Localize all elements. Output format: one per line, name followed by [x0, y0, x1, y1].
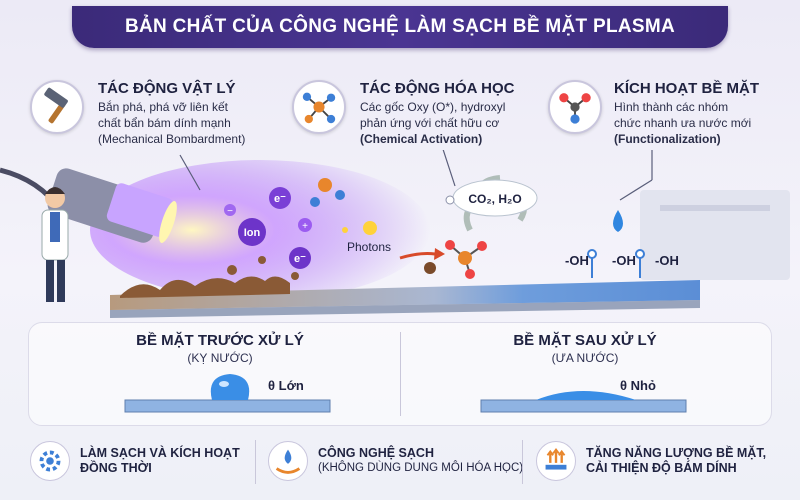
hydroxyl-label-3: -OH: [655, 253, 679, 268]
radical-atom: [318, 178, 332, 192]
gear-icon: [30, 441, 70, 481]
ion-particle: [238, 218, 266, 246]
photon-dot: [363, 221, 377, 235]
electron-label-2: e⁻: [294, 253, 306, 265]
after-title: BỀ MẶT SAU XỬ LÝ: [513, 332, 657, 349]
gas-label: CO₂, H₂O: [468, 192, 521, 206]
hammer-icon: [30, 80, 84, 134]
water-droplet: [613, 210, 623, 232]
after-subtitle: (ƯA NƯỚC): [551, 351, 619, 365]
feature-2-line-1: CÔNG NGHỆ SẠCH: [318, 446, 434, 460]
feature-separator-2: [522, 440, 523, 484]
energy-surface-icon: [536, 441, 576, 481]
water-hand-icon: [268, 441, 308, 481]
title-banner: BẢN CHẤT CỦA CÔNG NGHỆ LÀM SẠCH BỀ MẶT P…: [72, 6, 728, 48]
electron-label: e⁻: [274, 193, 286, 205]
feature-2-line-2: (KHÔNG DÙNG DUNG MÔI HÓA HỌC): [318, 462, 524, 474]
scientist-figure: [41, 187, 69, 302]
mechanism-chemical-line-2: phản ứng với chất hữu cơ: [360, 116, 500, 130]
page-title: BẢN CHẤT CỦA CÔNG NGHỆ LÀM SẠCH BỀ MẶT P…: [124, 16, 676, 37]
mechanism-physical-line-1: Bắn phá, phá vỡ liên kết: [98, 100, 228, 114]
before-subtitle: (KỴ NƯỚC): [187, 351, 253, 365]
feature-3-line-1: TĂNG NĂNG LƯỢNG BỀ MẶT,: [586, 446, 767, 460]
reaction-arrow: [399, 252, 436, 260]
mechanism-physical-line-2: chất bẩn bám dính mạnh: [98, 116, 231, 130]
comparison-divider: [400, 332, 401, 416]
electron-particle-2: [289, 247, 311, 269]
mechanism-physical-line-3: (Mechanical Bombardment): [98, 132, 246, 146]
molecule-icon: [292, 80, 346, 134]
mechanism-chemical-line-3: (Chemical Activation): [360, 132, 483, 146]
after-droplet-diagram: [480, 391, 687, 413]
before-droplet-diagram: [124, 374, 331, 413]
spread-droplet: [536, 391, 636, 400]
mechanism-surface-line-2: chức nhanh ưa nước mới: [614, 116, 752, 130]
mechanism-surface-heading: KÍCH HOẠT BỀ MẶT: [614, 80, 759, 97]
organic-molecule: [458, 251, 472, 265]
dirt-deposit: [120, 276, 290, 298]
beaded-droplet: [210, 374, 250, 400]
photons-label: Photons: [347, 240, 391, 254]
mechanism-physical-heading: TÁC ĐỘNG VẬT LÝ: [98, 80, 236, 97]
feature-surface-energy: TĂNG NĂNG LƯỢNG BỀ MẶT, CẢI THIỆN ĐỘ BÁM…: [586, 446, 766, 476]
before-title: BỀ MẶT TRƯỚC XỬ LÝ: [136, 332, 304, 349]
mechanism-chemical-line-1: Các gốc Oxy (O*), hydroxyl: [360, 100, 506, 114]
after-theta: θ Nhỏ: [620, 378, 656, 393]
before-theta: θ Lớn: [268, 378, 304, 393]
feature-separator-1: [255, 440, 256, 484]
hydroxyl-label-2: -OH: [612, 253, 636, 268]
feature-1-line-2: ĐỒNG THỜI: [80, 461, 152, 475]
electron-particle: [269, 187, 291, 209]
plasma-process-scene: e⁻ Ion e⁻ + − Photons CO₂, H₂O -OH -OH -…: [0, 150, 790, 318]
plus-charge-label: +: [302, 221, 308, 232]
minus-charge-label: −: [227, 206, 233, 217]
feature-1-line-1: LÀM SẠCH VÀ KÍCH HOẠT: [80, 446, 240, 460]
ion-label: Ion: [244, 227, 261, 239]
mechanism-chemical-heading: TÁC ĐỘNG HÓA HỌC: [360, 80, 515, 97]
feature-3-line-2: CẢI THIỆN ĐỘ BÁM DÍNH: [586, 461, 737, 475]
plasma-nozzle: [0, 167, 177, 244]
mechanism-surface-line-3: (Functionalization): [614, 132, 721, 146]
mechanism-surface-line-1: Hình thành các nhóm: [614, 100, 729, 114]
feature-clean-tech: CÔNG NGHỆ SẠCH (KHÔNG DÙNG DUNG MÔI HÓA …: [318, 446, 523, 476]
feature-clean-activate: LÀM SẠCH VÀ KÍCH HOẠT ĐỒNG THỜI: [80, 446, 240, 476]
functional-group-icon: [548, 80, 602, 134]
hydroxyl-label-1: -OH: [565, 253, 589, 268]
